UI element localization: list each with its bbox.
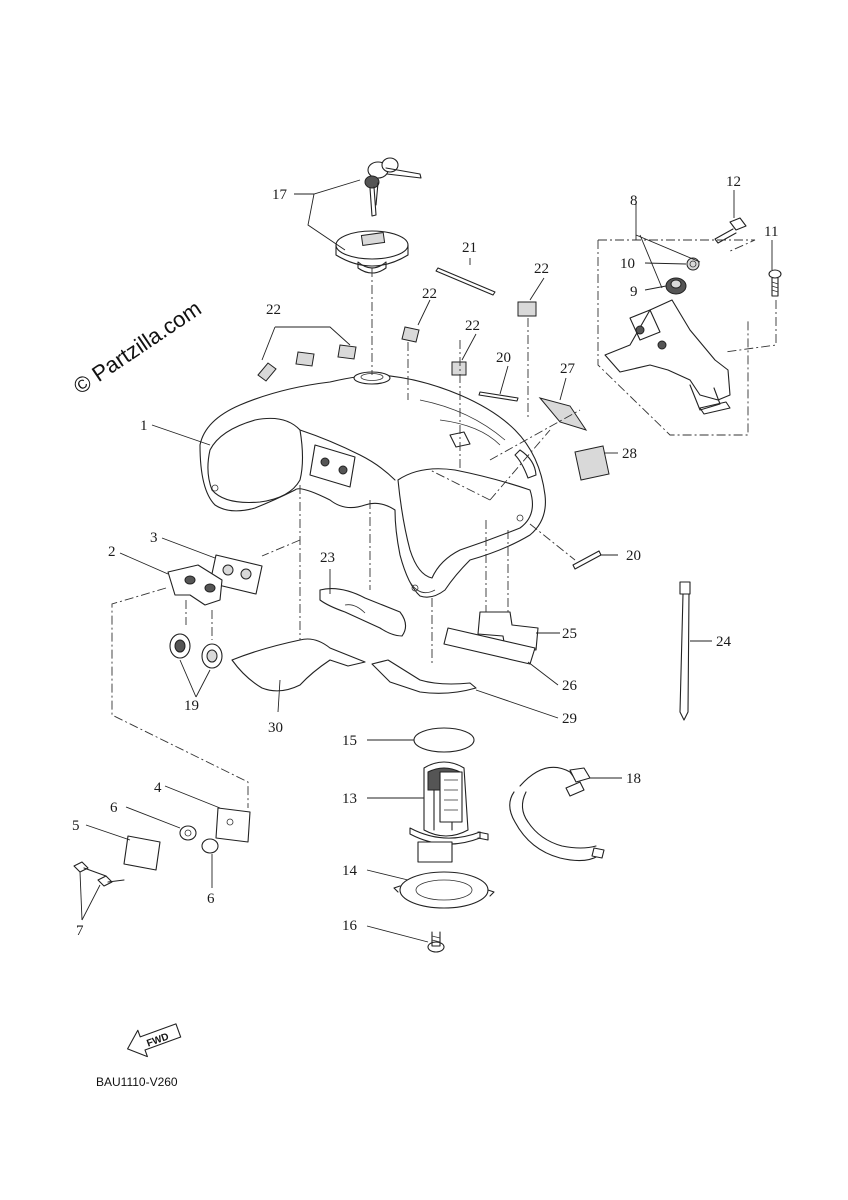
callout-12[interactable]: 12: [726, 174, 741, 190]
part-20-strip-lower[interactable]: [572, 550, 602, 570]
part-12-bolt[interactable]: [714, 217, 747, 244]
callout-3[interactable]: 3: [150, 530, 158, 546]
callout-28[interactable]: 28: [622, 446, 637, 462]
part-22-pad-center[interactable]: [451, 361, 467, 376]
part-24-cable-tie[interactable]: [679, 581, 691, 721]
callout-16[interactable]: 16: [342, 918, 358, 934]
callout-13[interactable]: 13: [342, 791, 357, 807]
part-4-plate[interactable]: [215, 807, 251, 843]
part-22-pads-left[interactable]: [257, 344, 357, 382]
leader-lines: [79, 179, 773, 943]
callout-22[interactable]: 22: [266, 302, 281, 318]
callout-9[interactable]: 9: [630, 284, 638, 300]
callout-4[interactable]: 4: [154, 780, 162, 796]
callout-11[interactable]: 11: [764, 224, 778, 240]
part-27-pad[interactable]: [538, 397, 588, 431]
part-3-damper-plate[interactable]: [209, 554, 263, 595]
part-30-cover[interactable]: [231, 638, 366, 692]
part-21-strip[interactable]: [435, 267, 496, 296]
callout-15[interactable]: 15: [342, 733, 357, 749]
part-5-plate[interactable]: [123, 835, 161, 871]
part-17-fuel-cap[interactable]: [335, 230, 409, 274]
callout-10[interactable]: 10: [620, 256, 635, 272]
part-6-collar-lower[interactable]: [201, 838, 219, 854]
callout-18[interactable]: 18: [626, 771, 641, 787]
callout-22[interactable]: 22: [465, 318, 480, 334]
callout-20[interactable]: 20: [626, 548, 641, 564]
callout-21[interactable]: 21: [462, 240, 477, 256]
callout-20[interactable]: 20: [496, 350, 511, 366]
part-2-bracket[interactable]: [167, 564, 223, 606]
part-18-fuel-hose[interactable]: [509, 766, 605, 862]
callout-6[interactable]: 6: [110, 800, 118, 816]
part-29-plate[interactable]: [371, 659, 477, 694]
callout-23[interactable]: 23: [320, 550, 335, 566]
part-10-collar[interactable]: [686, 257, 700, 271]
part-15-gasket[interactable]: [413, 727, 475, 753]
part-28-pad[interactable]: [574, 445, 610, 481]
part-13-fuel-pump[interactable]: [409, 761, 489, 863]
part-7-bolts[interactable]: [73, 861, 125, 887]
part-20-strip-upper[interactable]: [478, 391, 519, 402]
callout-1[interactable]: 1: [140, 418, 148, 434]
part-8-bracket[interactable]: [604, 299, 731, 415]
callout-26[interactable]: 26: [562, 678, 578, 694]
watermark: © Partzilla.com: [69, 296, 206, 400]
callout-14[interactable]: 14: [342, 863, 358, 879]
callout-22[interactable]: 22: [534, 261, 549, 277]
callout-8[interactable]: 8: [630, 193, 638, 209]
callout-25[interactable]: 25: [562, 626, 577, 642]
part-1-fuel-tank[interactable]: [199, 371, 546, 598]
part-16-bolt[interactable]: [427, 931, 445, 953]
part-22-pad-right[interactable]: [517, 301, 537, 317]
callout-30[interactable]: 30: [268, 720, 283, 736]
fwd-arrow-icon: FWD: [127, 1023, 182, 1058]
callout-labels: 17 21 22 22 22 22 20 27 28 20 1 3 2 23 8…: [72, 174, 778, 939]
callout-22[interactable]: 22: [422, 286, 437, 302]
part-11-screw[interactable]: [768, 269, 782, 297]
part-9-grommet[interactable]: [665, 277, 687, 295]
callout-6[interactable]: 6: [207, 891, 215, 907]
part-22-pad-mid[interactable]: [401, 326, 420, 343]
part-23-cover[interactable]: [319, 588, 407, 637]
callout-7[interactable]: 7: [76, 923, 84, 939]
callout-27[interactable]: 27: [560, 361, 576, 377]
diagram-code: BAU1110-V260: [96, 1075, 178, 1089]
callout-29[interactable]: 29: [562, 711, 577, 727]
part-6-collar-upper[interactable]: [179, 825, 197, 841]
part-14-retainer-ring[interactable]: [393, 871, 495, 909]
part-17-keys[interactable]: [364, 157, 422, 217]
part-25-sheet[interactable]: [477, 611, 539, 651]
callout-19[interactable]: 19: [184, 698, 199, 714]
part-19-collars[interactable]: [169, 633, 223, 669]
callout-2[interactable]: 2: [108, 544, 116, 560]
callout-17[interactable]: 17: [272, 187, 288, 203]
callout-24[interactable]: 24: [716, 634, 732, 650]
callout-5[interactable]: 5: [72, 818, 80, 834]
guide-lines: [111, 239, 777, 808]
